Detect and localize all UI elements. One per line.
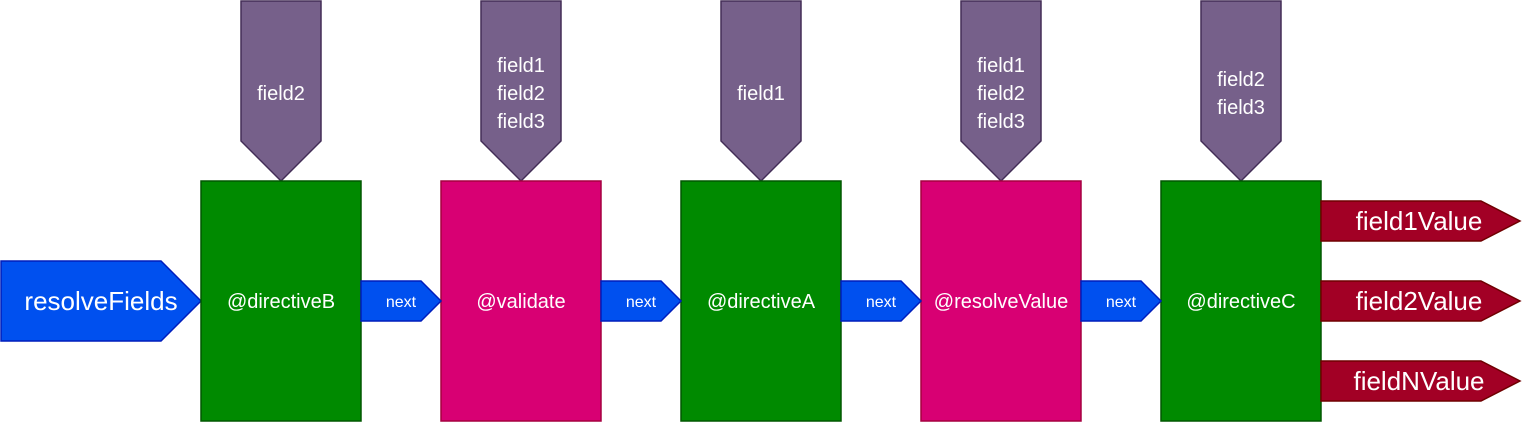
input-arrow-label: resolveFields	[24, 286, 177, 316]
next-arrow	[840, 280, 923, 322]
next-connector-2: next	[840, 280, 923, 322]
directive-box	[440, 180, 602, 422]
next-label: next	[626, 294, 657, 311]
directive-label: @validate	[476, 291, 565, 313]
directive-box	[200, 180, 362, 422]
field-tag-label: field3	[977, 111, 1025, 133]
field-tag-label: field1	[977, 55, 1025, 77]
output-arrow-shape	[1320, 360, 1522, 402]
field-tag-label: field3	[497, 111, 545, 133]
field-tag-label: field3	[1217, 97, 1265, 119]
next-arrow	[600, 280, 683, 322]
directive-box	[920, 180, 1082, 422]
next-connector-0: next	[360, 280, 443, 322]
field-tag	[480, 0, 562, 183]
field-tag-label: field2	[497, 83, 545, 105]
output-arrow-label: fieldNValue	[1353, 366, 1484, 396]
output-arrow-2: fieldNValue	[1320, 360, 1522, 402]
field-tag-label: field1	[497, 55, 545, 77]
directive-label: @directiveA	[707, 291, 816, 313]
next-connector-1: next	[600, 280, 683, 322]
directive-box	[1160, 180, 1322, 422]
next-label: next	[866, 294, 897, 311]
input-arrow: resolveFields	[0, 260, 203, 342]
directive-label: @directiveC	[1186, 291, 1295, 313]
next-label: next	[1106, 294, 1137, 311]
directive-0: field2 @directiveB	[200, 0, 362, 422]
directive-1: field1 field2 field3 @validate	[440, 0, 602, 422]
output-arrow-shape	[1320, 200, 1522, 242]
directive-label: @directiveB	[227, 291, 335, 313]
field-tag-label: field1	[737, 83, 785, 105]
directive-4: field2 field3 @directiveC	[1160, 0, 1322, 422]
field-tag-label: field2	[977, 83, 1025, 105]
field-tag	[1200, 0, 1282, 183]
output-arrow-label: field2Value	[1356, 286, 1483, 316]
output-arrow-1: field2Value	[1320, 280, 1522, 322]
next-arrow	[360, 280, 443, 322]
directive-2: field1 @directiveA	[680, 0, 842, 422]
field-tag	[960, 0, 1042, 183]
next-connector-3: next	[1080, 280, 1163, 322]
field-tag	[720, 0, 802, 183]
next-label: next	[386, 294, 417, 311]
field-tag	[240, 0, 322, 183]
output-arrow-0: field1Value	[1320, 200, 1522, 242]
directive-3: field1 field2 field3 @resolveValue	[920, 0, 1082, 422]
next-arrow	[1080, 280, 1163, 322]
output-arrow-label: field1Value	[1356, 206, 1483, 236]
field-tag-label: field2	[1217, 69, 1265, 91]
input-arrow-shape	[0, 260, 203, 342]
field-tag-label: field2	[257, 83, 305, 105]
directive-label: @resolveValue	[934, 291, 1068, 313]
output-arrow-shape	[1320, 280, 1522, 322]
